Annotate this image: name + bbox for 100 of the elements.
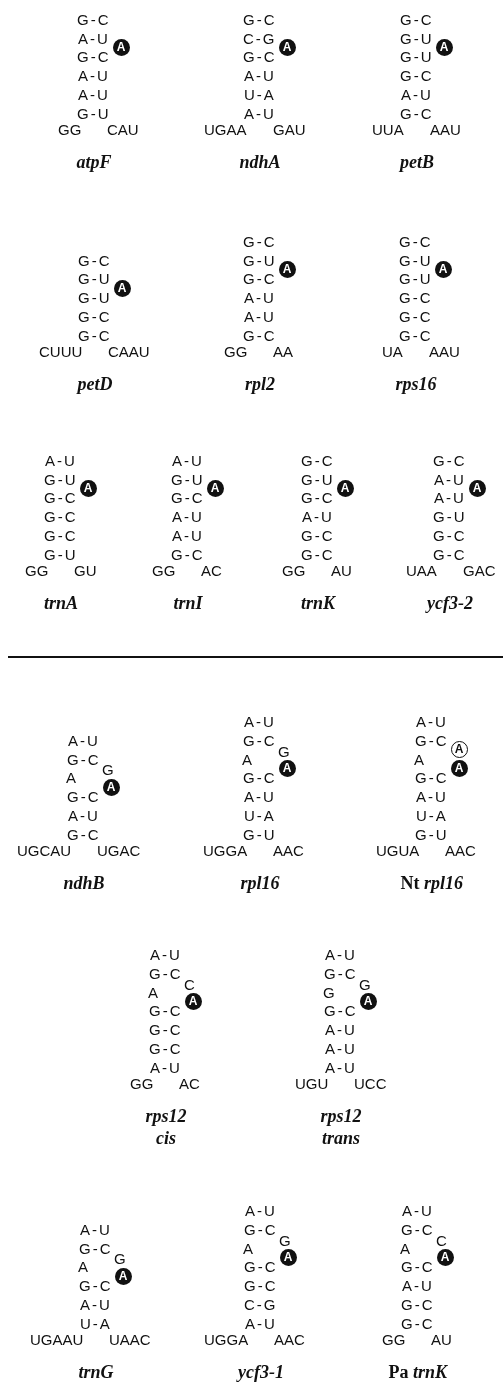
base-pair: A-U [172, 526, 204, 544]
base-pair: G-C [243, 326, 277, 344]
circled-nucleotide: A [435, 39, 453, 57]
gene-label: rpl2 [245, 373, 275, 395]
base-pair: G-C [400, 67, 434, 85]
base-pair: A-U [172, 508, 204, 526]
base-pair: A-U [78, 29, 110, 47]
sequence: UGGA [204, 1330, 249, 1348]
base-pair: G-C [244, 1258, 278, 1276]
circled-nucleotide: A [206, 480, 224, 498]
gene-label: rps16 [395, 373, 437, 395]
base-pair: U-A [80, 1314, 112, 1332]
base-pair: G-U [399, 270, 433, 288]
nucleotide: G [102, 761, 114, 779]
gene-label: trnA [44, 592, 79, 614]
nucleotide: G [359, 975, 371, 993]
base-pair: A-U [434, 470, 466, 488]
nucleotide: C [184, 975, 195, 993]
sequence: AA [273, 342, 293, 360]
base-pair: A-U [150, 946, 182, 964]
base-pair: G-C [243, 233, 277, 250]
circled-nucleotide: A [114, 1267, 132, 1285]
circled-nucleotide: A [278, 261, 296, 279]
base-pair: G-C [324, 965, 358, 982]
base-pair: A-U [244, 289, 276, 307]
sequence: AAU [430, 120, 461, 138]
base-pair: G-U [171, 470, 205, 488]
circled-nucleotide: A [278, 760, 296, 778]
sequence: UGAAU [30, 1330, 84, 1348]
nucleotide: C [436, 1231, 447, 1249]
base-pair: A-U [416, 788, 448, 806]
nucleotide: G [279, 1231, 291, 1249]
sequence: UGAA [204, 120, 247, 138]
nucleotide: A [78, 1258, 88, 1276]
gene-label: ycf3-1 [238, 1361, 284, 1383]
sequence: GAC [463, 561, 496, 579]
base-pair: A-U [45, 452, 77, 469]
base-pair: G-C [399, 233, 433, 250]
circled-nucleotide: A [336, 480, 354, 498]
base-pair: G-C [401, 1221, 435, 1238]
base-pair: U-A [244, 85, 276, 103]
base-pair: G-C [79, 1239, 113, 1257]
gene-label: atpF [76, 151, 112, 173]
base-pair: G-C [401, 1258, 435, 1276]
base-pair: A-U [68, 806, 100, 824]
base-pair: A-U [402, 1202, 434, 1220]
sequence: UAA [406, 561, 437, 579]
base-pair: G-C [44, 489, 78, 507]
sequence: UGCAU [17, 841, 72, 859]
sequence: GU [74, 561, 97, 579]
sequence: AC [179, 1074, 200, 1092]
sequence: UGGA [203, 841, 248, 859]
sequence: UUA [372, 120, 404, 138]
base-pair: G-U [44, 545, 78, 563]
sequence: UAAC [109, 1330, 151, 1348]
nucleotide: A [400, 1239, 410, 1257]
base-pair: G-U [243, 251, 277, 269]
base-pair: C-G [243, 29, 277, 47]
base-pair: G-C [243, 48, 277, 66]
base-pair: G-C [399, 289, 433, 307]
circled-nucleotide: A [102, 778, 120, 796]
circled-nucleotide: A [113, 279, 131, 297]
base-pair: A-U [244, 713, 276, 731]
base-pair: A-U [401, 85, 433, 103]
base-pair: G-C [149, 1039, 183, 1057]
sequence: AC [201, 561, 222, 579]
base-pair: G-C [244, 1221, 278, 1238]
base-pair: G-U [399, 251, 433, 269]
base-pair: U-A [416, 806, 448, 824]
base-pair: G-U [77, 104, 111, 122]
gene-label: trnG [78, 1361, 114, 1383]
sequence: GG [152, 561, 176, 579]
sequence: CAAU [108, 342, 150, 360]
circled-nucleotide: A [450, 741, 468, 759]
base-pair: G-C [400, 104, 434, 122]
circled-nucleotide: A [436, 1249, 454, 1267]
base-pair: G-C [171, 489, 205, 507]
base-pair: A-U [416, 713, 448, 731]
nucleotide: A [243, 1239, 253, 1257]
gene-label: Nt rpl16 [400, 872, 463, 894]
gene-label: petB [400, 151, 434, 173]
circled-nucleotide: A [112, 39, 130, 57]
base-pair: G-C [324, 1002, 358, 1020]
base-pair: A-U [325, 1058, 357, 1076]
base-pair: A-U [244, 67, 276, 85]
base-pair: G-U [78, 289, 112, 307]
circled-nucleotide: A [278, 39, 296, 57]
sequence: AAC [273, 841, 304, 859]
base-pair: A-U [302, 508, 334, 526]
sequence: GG [25, 561, 49, 579]
base-pair: A-U [244, 307, 276, 325]
nucleotide: A [414, 750, 424, 768]
base-pair: A-U [68, 732, 100, 749]
base-pair: U-A [244, 806, 276, 824]
base-pair: G-C [77, 11, 111, 28]
base-pair: G-C [301, 545, 335, 563]
base-pair: A-U [78, 85, 110, 103]
base-pair: G-C [301, 526, 335, 544]
base-pair: G-C [79, 1277, 113, 1295]
base-pair: G-C [67, 788, 101, 806]
